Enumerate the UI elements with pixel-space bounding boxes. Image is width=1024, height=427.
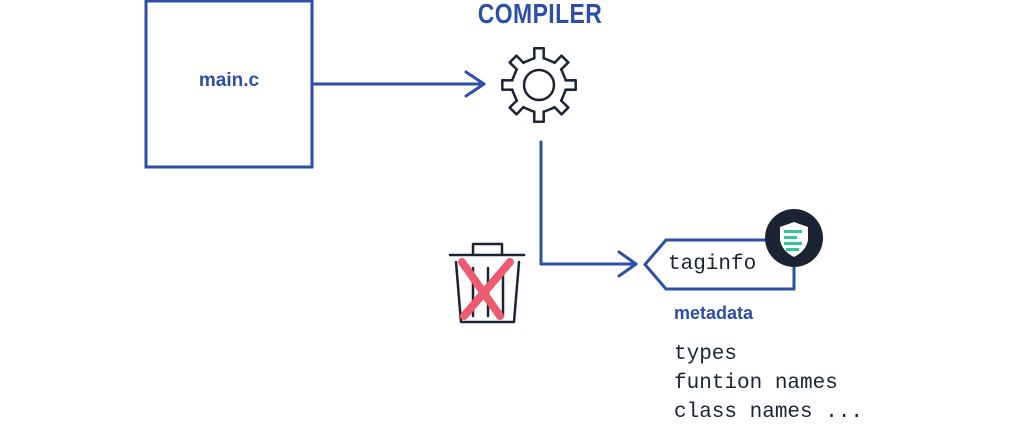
x-mark-icon bbox=[458, 258, 514, 320]
metadata-item-function-names: funtion names bbox=[674, 372, 838, 395]
arrow-to-taginfo bbox=[539, 140, 638, 278]
metadata-item-types: types bbox=[674, 343, 738, 366]
metadata-heading: metadata bbox=[674, 303, 754, 323]
taginfo-label: taginfo bbox=[668, 253, 757, 276]
source-file-label: main.c bbox=[198, 70, 260, 91]
metadata-list: types funtion names class names ... bbox=[674, 340, 863, 427]
compiler-title: COMPILER bbox=[477, 0, 603, 29]
gear-icon bbox=[501, 47, 577, 123]
arrow-to-compiler bbox=[310, 70, 486, 98]
metadata-item-class-names: class names ... bbox=[674, 401, 864, 424]
shield-logo-icon bbox=[765, 209, 823, 267]
